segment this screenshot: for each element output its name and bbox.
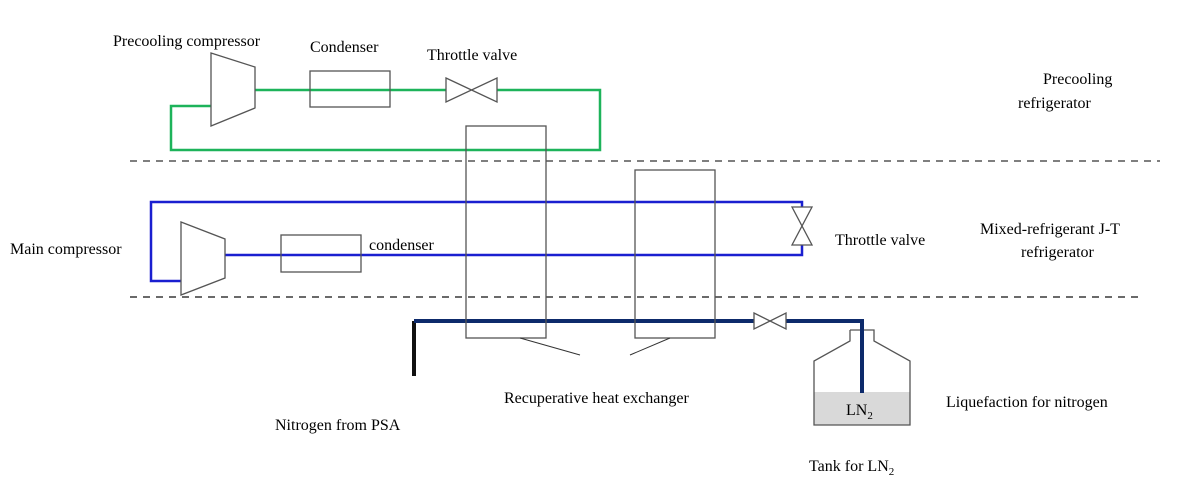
mixed-refrigerant-loop bbox=[149, 200, 804, 283]
label-precooling-compressor: Precooling compressor bbox=[113, 33, 261, 50]
label-precooling-refrigerator-2: refrigerator bbox=[1018, 95, 1092, 112]
hx-leader-2 bbox=[629, 337, 671, 356]
condenser-top-icon bbox=[309, 70, 391, 108]
hx-leader-1 bbox=[519, 337, 581, 356]
label-mixed-refrigerator-2: refrigerator bbox=[1021, 244, 1095, 261]
label-liquefaction: Liquefaction for nitrogen bbox=[946, 394, 1108, 411]
nitrogen-valve-icon bbox=[753, 311, 787, 331]
label-mixed-refrigerator-1: Mixed-refrigerant J-T bbox=[980, 221, 1120, 238]
tank-label-base: Tank for LN bbox=[809, 458, 889, 475]
precooling-loop bbox=[169, 88, 602, 152]
label-main-compressor: Main compressor bbox=[10, 241, 122, 258]
tank-outline bbox=[813, 329, 911, 426]
label-ln2: LN2 bbox=[846, 402, 873, 422]
label-throttle-valve-mid: Throttle valve bbox=[835, 232, 925, 249]
precooling-compressor-icon bbox=[210, 52, 256, 127]
label-nitrogen-from-psa: Nitrogen from PSA bbox=[275, 417, 401, 434]
label-condenser-top: Condenser bbox=[310, 39, 379, 56]
nitrogen-line bbox=[412, 319, 864, 393]
main-compressor-icon bbox=[180, 221, 226, 296]
ln2-tank bbox=[813, 321, 911, 426]
mixed-pipe-low bbox=[225, 245, 804, 257]
label-throttle-valve-top: Throttle valve bbox=[427, 47, 517, 64]
heat-exchanger-1 bbox=[465, 125, 547, 339]
throttle-valve-mid-icon bbox=[790, 206, 814, 246]
heat-exchanger-2 bbox=[634, 169, 716, 339]
label-condenser-mid: condenser bbox=[369, 237, 435, 254]
ln2-base: LN bbox=[846, 402, 868, 419]
mixed-pipe-high bbox=[149, 200, 804, 283]
condenser-mid-icon bbox=[280, 234, 362, 273]
label-precooling-refrigerator-1: Precooling bbox=[1043, 71, 1112, 88]
tank-liquid bbox=[814, 392, 910, 425]
label-tank: Tank for LN2 bbox=[809, 458, 894, 478]
tank-label-sub: 2 bbox=[889, 466, 895, 478]
label-recuperative-hx: Recuperative heat exchanger bbox=[504, 390, 689, 407]
throttle-valve-top-icon bbox=[445, 76, 498, 104]
precooling-pipe-return bbox=[169, 88, 602, 152]
ln2-sub: 2 bbox=[867, 410, 873, 422]
